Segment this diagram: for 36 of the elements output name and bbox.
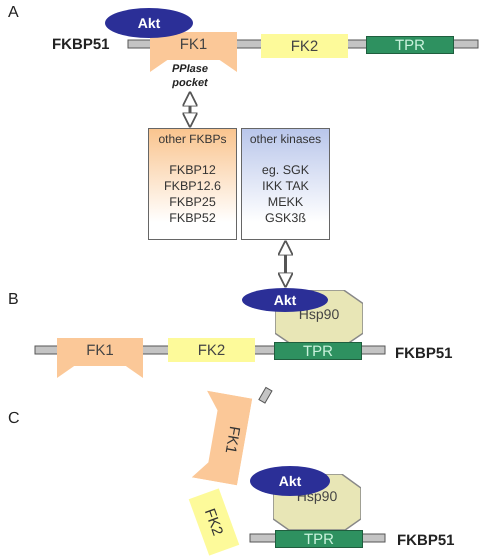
domain-box [275, 530, 363, 548]
panel-letter: C [8, 410, 20, 428]
domain-box [261, 34, 348, 58]
domain-shape [57, 338, 143, 378]
panel-letter: A [8, 4, 19, 22]
panel-heading: other FKBPs [158, 132, 227, 146]
protein-label: Akt [278, 473, 302, 489]
domain-box [168, 338, 255, 362]
domain-shape [192, 390, 252, 486]
protein-name: FKBP51 [395, 345, 453, 362]
panel-letter: B [8, 291, 19, 309]
protein-label: FK2 [201, 506, 227, 538]
double-arrow [182, 90, 198, 128]
family-panel [148, 128, 237, 240]
protein-label: FK1 [180, 36, 208, 53]
protein-name: FKBP51 [397, 532, 455, 549]
member-list: eg. SGK IKK TAK MEKK GSK3ß [250, 162, 320, 226]
family-panel [241, 128, 330, 240]
protein-label: TPR [304, 530, 334, 548]
panel-heading: other kinases [250, 132, 322, 146]
domain-box [274, 342, 362, 360]
domain-box [366, 36, 454, 54]
protein-label: FK2 [290, 38, 318, 54]
protein-name: FKBP51 [52, 36, 110, 53]
protein-label: TPR [395, 36, 425, 54]
protein-label: FK1 [86, 342, 114, 359]
pocket-text: PPIase pocket [170, 62, 210, 90]
protein-label: TPR [303, 342, 333, 360]
protein-label: FK2 [198, 342, 226, 358]
domain-shape [150, 32, 237, 72]
protein-label: Akt [274, 292, 296, 308]
protein-label: Hsp90 [298, 306, 340, 322]
member-list: FKBP12 FKBP12.6 FKBP25 FKBP52 [158, 162, 228, 226]
double-arrow [277, 240, 294, 288]
protein-label: FK1 [222, 424, 244, 455]
protein-label: Akt [138, 15, 160, 31]
